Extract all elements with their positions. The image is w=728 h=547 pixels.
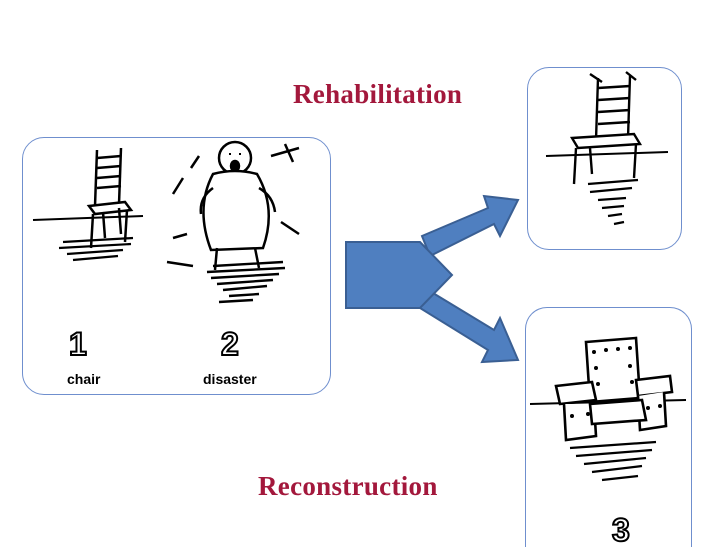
disaster-figure-sketch	[166, 140, 300, 271]
step-number-3: 3	[611, 512, 631, 547]
panel-chair-disaster: 1 2 chair disaster	[22, 137, 331, 395]
chair-disaster-sketch	[32, 140, 300, 304]
reconstructed-armchair-sketch	[529, 336, 687, 482]
panel-rehabilitation	[527, 67, 682, 250]
panel-reconstruction: 3	[525, 307, 692, 547]
rehabilitated-chair-sketch	[545, 71, 669, 226]
step-caption-chair: chair	[67, 371, 101, 387]
step-number-1: 1	[68, 326, 88, 362]
disaster-shadow	[206, 260, 286, 304]
step-caption-disaster: disaster	[203, 371, 257, 387]
arrow-to-rehabilitation	[420, 194, 520, 258]
step-number-2: 2	[220, 326, 240, 362]
arrow-to-reconstruction	[418, 288, 520, 364]
arrow-source-block	[345, 241, 454, 309]
chair-shadow	[58, 236, 134, 262]
chair-sketch	[86, 147, 134, 249]
reconstruction-label: Reconstruction	[258, 471, 438, 501]
rehabilitation-label: Rehabilitation	[293, 79, 463, 109]
